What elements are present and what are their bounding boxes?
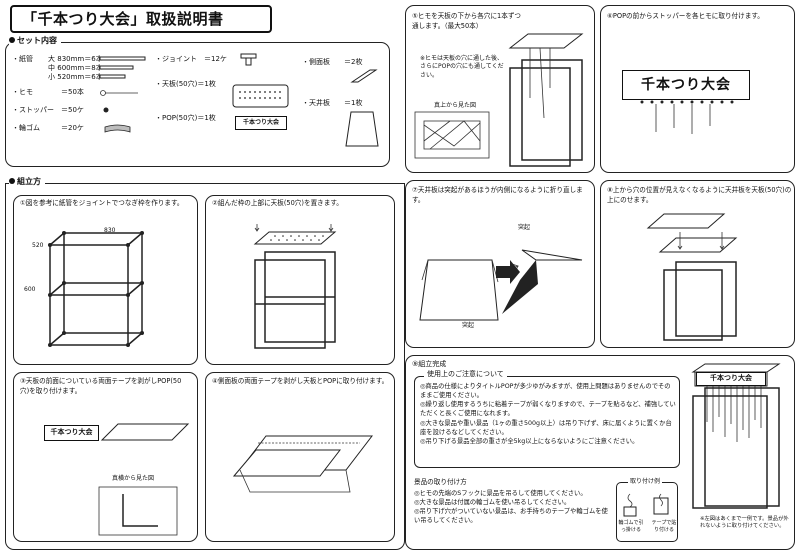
step-6-text: ⑥POPの前からストッパーを各ヒモに取り付けます。 <box>607 12 764 20</box>
joint-item: ・ジョイント ＝12ケ <box>155 55 227 63</box>
string-item: ・ヒモ ＝50本 <box>12 88 84 96</box>
ceiling-board-illustration <box>345 111 379 147</box>
step-5-view-label: 真上から見た図 <box>434 102 477 109</box>
stopper-item: ・ストッパー ＝50ケ <box>12 106 84 114</box>
step-3-pop-sign: 千本つり大会 <box>44 425 99 441</box>
example-right-label: テープで貼り付ける <box>651 520 677 533</box>
step-2-illustration <box>253 224 337 349</box>
stopper-illustration <box>103 107 109 113</box>
step-8-illustration <box>646 213 738 341</box>
step-6-strings <box>640 100 734 134</box>
step-8-panel <box>600 180 795 348</box>
pipe-row: 小 520mm＝6本 <box>48 73 103 82</box>
ceiling-board-item: ・天井板 ＝1枚 <box>302 99 363 107</box>
top-board-illustration <box>232 84 289 108</box>
step-1-text: ①図を参考に紙管をジョイントでつなぎ枠を作ります。 <box>20 199 184 207</box>
step-3-side-view <box>98 486 178 536</box>
dimension-830: 830 <box>104 227 116 234</box>
method-item: ◎大きな景品は付属の輪ゴムを使い吊るしてください。 <box>414 499 571 507</box>
step-2-panel <box>205 195 395 365</box>
method-title: 景品の取り付け方 <box>414 478 467 486</box>
step-3-board-illustration <box>100 423 190 441</box>
set-contents-panel <box>5 42 390 167</box>
bullet-icon <box>9 37 15 43</box>
top-board-item: ・天板(50穴)＝1枚 <box>155 80 216 88</box>
set-contents-heading: セット内容 <box>9 36 61 47</box>
document-title: 「千本つり大会」取扱説明書 <box>10 5 272 33</box>
caution-box <box>414 376 680 468</box>
set-heading-text: セット内容 <box>17 36 57 45</box>
assembly-heading: 組立方 <box>9 177 45 188</box>
step-9-title: ⑨組立完成 <box>412 360 447 368</box>
example-title: 取り付け例 <box>628 478 663 487</box>
step-1-panel <box>13 195 198 365</box>
caution-item: ◎繰り返し使用するうちに粘着テープが弱くなりますので、テープを貼るなど、補強して… <box>420 401 676 418</box>
step-4-illustration <box>232 435 374 493</box>
method-list: ◎ヒモの先端のSフックに景品を吊るして使用してください。 ◎大きな景品は付属の輪… <box>414 489 614 526</box>
step-7-illustration <box>419 249 583 321</box>
assembly-heading-text: 組立方 <box>17 177 41 186</box>
example-left-label: 輪ゴムで引っ掛ける <box>618 520 644 533</box>
step-3-text: ③天板の前面についている両面テープを剥がしPOP(50穴)を取り付けます。 <box>20 377 182 395</box>
method-item: ◎吊り下げ穴がついていない景品は、お手持ちのテープや輪ゴムを使い吊るしてください… <box>414 508 608 525</box>
pipe-illustration <box>99 56 146 79</box>
step-5-panel <box>405 5 595 173</box>
step-2-text: ②組んだ枠の上部に天板(50穴)を置きます。 <box>212 199 343 207</box>
caution-item: ◎吊り下げる景品全部の重さが全5kg以上にならないようにご注意ください。 <box>420 437 639 445</box>
joint-icon <box>240 53 257 66</box>
step-8-text: ⑧上から穴の位置が見えなくなるように天井板を天板(50穴)の上にのせます。 <box>607 186 792 204</box>
pipe-label: ・紙管 <box>12 55 33 63</box>
rubber-band-icon <box>104 124 131 133</box>
step-9-footnote: ※左図はあくまで一例です。景品が外れないように取り付けてください。 <box>700 516 789 530</box>
step-3-panel <box>13 372 198 542</box>
side-board-illustration <box>350 69 378 83</box>
step-5-frame-illustration <box>508 33 584 167</box>
pop-sign-small: 千本つり大会 <box>235 116 287 130</box>
string-illustration <box>100 90 138 96</box>
step-1-frame-illustration <box>48 231 144 347</box>
dimension-520: 520 <box>32 242 44 249</box>
s-hook-icon <box>623 493 669 517</box>
rubber-item: ・輪ゴム ＝20ケ <box>12 124 84 132</box>
step-7-label-2: 突起 <box>462 322 475 329</box>
step-4-text: ④側面板の両面テープを剥がし天板とPOPに取り付けます。 <box>212 377 389 385</box>
step-5-top-view <box>414 111 490 159</box>
step-7-label-1: 突起 <box>518 224 531 231</box>
step-6-pop-sign: 千本つり大会 <box>622 70 750 100</box>
step-7-text: ⑦天井板は突起があるほうが内側になるように折り直します。 <box>412 186 583 204</box>
pop-item: ・POP(50穴)＝1枚 <box>155 114 216 122</box>
caution-item: ◎商品の仕様によりタイトルPOPが多少ゆがみますが、使用上問題はありませんのでそ… <box>420 383 671 400</box>
pipe-row: 大 830mm＝6本 <box>48 55 103 63</box>
pipe-list: 大 830mm＝6本 中 600mm＝8本 小 520mm＝6本 <box>48 55 103 82</box>
step-5-note: ※ヒモは天板の穴に通した後、さらにPOPの穴にも通してください。 <box>420 55 504 79</box>
method-item: ◎ヒモの先端のSフックに景品を吊るして使用してください。 <box>414 490 587 497</box>
caution-item: ◎大きな景品や重い景品（1ヶの重さ500g以上）は吊り下げず、床に届くように置く… <box>420 419 672 436</box>
dimension-600: 600 <box>24 286 36 293</box>
step-5-text: ⑤ヒモを天板の下から各穴に1本ずつ通します。（最大50本） <box>412 12 522 30</box>
step-3-view-label: 真横から見た図 <box>112 475 155 482</box>
bullet-icon <box>9 178 15 184</box>
caution-title: 使用上のご注意について <box>424 370 507 380</box>
side-board-item: ・側面板 ＝2枚 <box>302 58 363 66</box>
caution-list: ◎商品の仕様によりタイトルPOPが多少ゆがみますが、使用上問題はありませんのでそ… <box>420 382 676 446</box>
pipe-row: 中 600mm＝8本 <box>48 64 103 73</box>
step-9-pop-sign: 千本つり大会 <box>696 372 766 386</box>
